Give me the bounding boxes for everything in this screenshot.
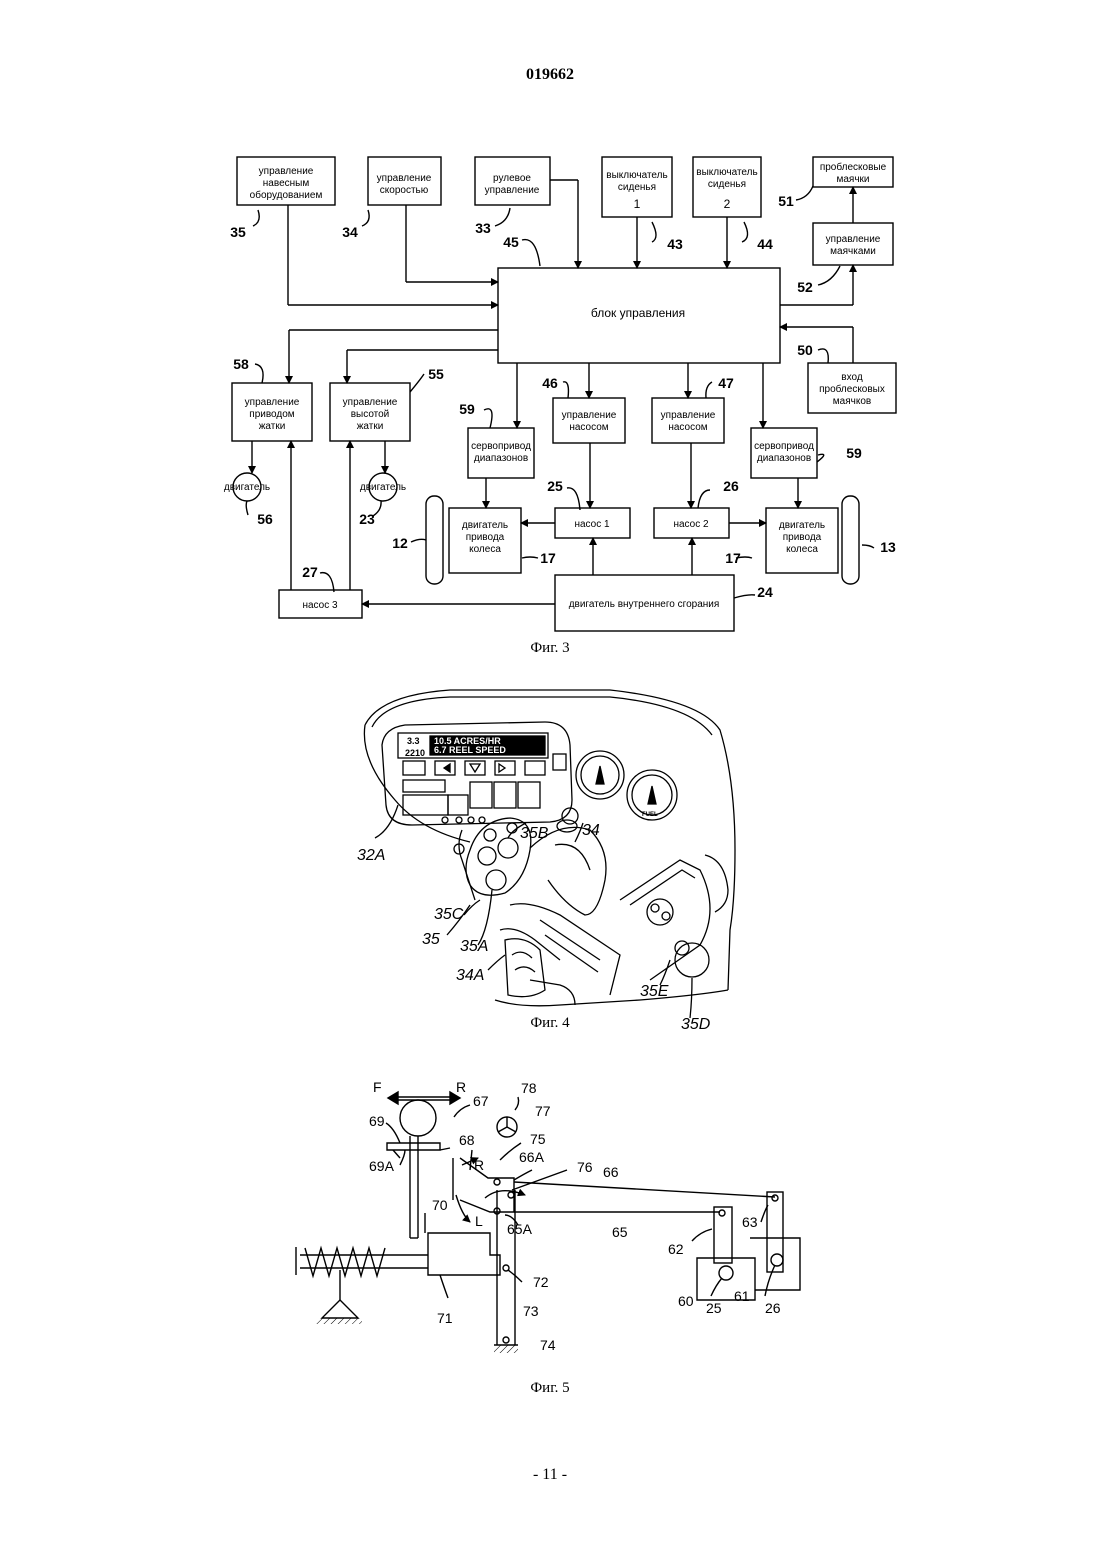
ref-35A: 35A xyxy=(460,938,488,955)
ref-35B: 35B xyxy=(520,825,549,842)
block-wheel-motor-left: двигательприводаколеса xyxy=(462,520,508,555)
svg-text:3.3: 3.3 xyxy=(407,736,420,746)
ref-47: 47 xyxy=(718,375,734,391)
block-range-servo-right: сервоприводдиапазонов xyxy=(754,441,814,464)
fig3-block-diagram xyxy=(232,157,896,631)
ref-65A: 65A xyxy=(507,1221,533,1237)
fig4-caption: Фиг. 4 xyxy=(0,1015,1100,1032)
block-seat-switch-2: выключательсиденья2 xyxy=(696,167,757,211)
block-pump-control-2: управлениенасосом xyxy=(661,410,716,433)
ref-34A: 34A xyxy=(456,967,484,984)
ref-35C: 35C xyxy=(434,906,464,923)
ref-58: 58 xyxy=(233,356,249,372)
ref-12: 12 xyxy=(392,535,408,551)
ref-56: 56 xyxy=(257,511,273,527)
fig4-reference-labels: 32A 35B 34 35C 35 35A 34A 35E 35D xyxy=(357,822,711,1033)
ref-59-right: 59 xyxy=(846,445,862,461)
ref-26: 26 xyxy=(765,1300,781,1316)
block-header-height-control: управлениевысотойжатки xyxy=(343,397,398,432)
fig5-reference-labels: F R 67 78 77 69 68 75 R 66A 76 66 69A 70… xyxy=(369,1079,781,1353)
ref-55: 55 xyxy=(428,366,444,382)
ref-13: 13 xyxy=(880,539,896,555)
svg-text:6.7 REEL SPEED: 6.7 REEL SPEED xyxy=(434,745,506,755)
fig3-caption: Фиг. 3 xyxy=(0,640,1100,657)
ref-35: 35 xyxy=(230,224,246,240)
svg-text:FUEL: FUEL xyxy=(642,812,658,818)
block-pump-2: насос 2 xyxy=(673,519,709,530)
label-right: R xyxy=(474,1157,484,1173)
ref-70: 70 xyxy=(432,1197,448,1213)
block-pump-1: насос 1 xyxy=(574,519,610,530)
ref-78: 78 xyxy=(521,1080,537,1096)
ref-17-right: 17 xyxy=(725,550,741,566)
block-wheel-motor-right: двигательприводаколеса xyxy=(779,520,825,555)
label-reverse: R xyxy=(456,1079,466,1095)
ref-62: 62 xyxy=(668,1241,684,1257)
ref-66: 66 xyxy=(603,1164,619,1180)
fig4-console-sketch xyxy=(364,690,735,1018)
ref-74: 74 xyxy=(540,1337,556,1353)
ref-52: 52 xyxy=(797,279,813,295)
ref-32A: 32A xyxy=(357,847,385,864)
block-beacons: проблесковыемаячки xyxy=(820,161,887,185)
ref-27: 27 xyxy=(302,564,318,580)
block-header-drive-control: управлениеприводомжатки xyxy=(245,397,300,432)
ref-34: 34 xyxy=(582,822,600,839)
ref-35E: 35E xyxy=(640,983,669,1000)
motor-56-label: двигатель xyxy=(224,482,270,493)
svg-text:2210: 2210 xyxy=(405,748,425,758)
block-attachment-control: управлениенавеснымоборудованием xyxy=(250,166,323,201)
ref-65: 65 xyxy=(612,1224,628,1240)
block-steering-control: рулевоеуправление xyxy=(485,173,540,196)
ref-34: 34 xyxy=(342,224,358,240)
ref-75: 75 xyxy=(530,1131,546,1147)
ref-26: 26 xyxy=(723,478,739,494)
block-beacon-input: входпроблесковыхмаячков xyxy=(819,372,885,407)
ref-23: 23 xyxy=(359,511,375,527)
label-forward: F xyxy=(373,1079,382,1095)
ref-69: 69 xyxy=(369,1113,385,1129)
ref-25: 25 xyxy=(706,1300,722,1316)
label-left: L xyxy=(475,1213,483,1229)
ref-24: 24 xyxy=(757,584,773,600)
ref-63: 63 xyxy=(742,1214,758,1230)
ref-17-left: 17 xyxy=(540,550,556,566)
ref-46: 46 xyxy=(542,375,558,391)
ref-44: 44 xyxy=(757,236,773,252)
ref-35: 35 xyxy=(422,931,440,948)
ref-51: 51 xyxy=(778,193,794,209)
ref-61: 61 xyxy=(734,1288,750,1304)
ref-71: 71 xyxy=(437,1310,453,1326)
block-combustion-engine: двигатель внутреннего сгорания xyxy=(569,599,720,610)
block-speed-control: управлениескоростью xyxy=(377,173,432,196)
block-pump-control-1: управлениенасосом xyxy=(562,410,617,433)
ref-25: 25 xyxy=(547,478,563,494)
ref-69A: 69A xyxy=(369,1158,395,1174)
ref-66A: 66A xyxy=(519,1149,545,1165)
ref-60: 60 xyxy=(678,1293,694,1309)
ref-77: 77 xyxy=(535,1103,551,1119)
block-seat-switch-1: выключательсиденья1 xyxy=(606,170,667,211)
block-range-servo-left: сервоприводдиапазонов xyxy=(471,441,531,464)
block-pump-3: насос 3 xyxy=(302,600,338,611)
fig5-caption: Фиг. 5 xyxy=(0,1380,1100,1397)
ref-50: 50 xyxy=(797,342,813,358)
ref-59-left: 59 xyxy=(459,401,475,417)
ref-43: 43 xyxy=(667,236,683,252)
ref-45: 45 xyxy=(503,234,519,250)
ref-67: 67 xyxy=(473,1093,489,1109)
fig5-linkage-drawing xyxy=(296,1092,800,1353)
block-control-unit: блок управления xyxy=(591,306,685,320)
motor-23-label: двигатель xyxy=(360,482,406,493)
block-beacon-control: управлениемаячками xyxy=(826,234,881,257)
ref-73: 73 xyxy=(523,1303,539,1319)
ref-76: 76 xyxy=(577,1159,593,1175)
ref-72: 72 xyxy=(533,1274,549,1290)
page-footer-number: - 11 - xyxy=(0,1466,1100,1484)
ref-33: 33 xyxy=(475,220,491,236)
ref-68: 68 xyxy=(459,1132,475,1148)
